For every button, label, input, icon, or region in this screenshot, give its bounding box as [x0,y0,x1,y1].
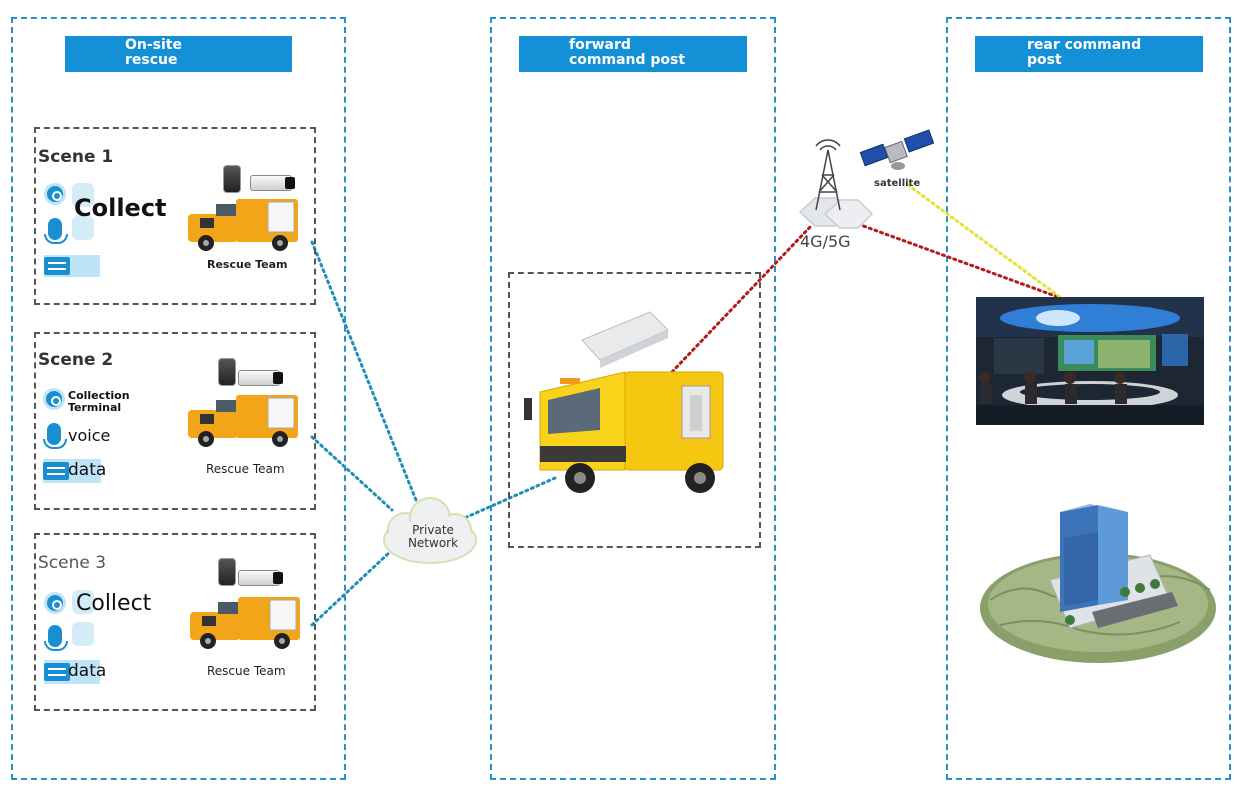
link-forward-cellular [670,223,814,374]
forward-command-header: forward command post [519,36,747,72]
onsite-rescue-column [11,17,346,780]
scene-3-team-label: Rescue Team [207,664,286,678]
forward-header-line1: forward [569,37,631,53]
scene-2-voice-label: voice [68,426,111,445]
satellite-graphic [859,129,935,170]
rear-command-column [946,17,1231,780]
bullet-camera-icon [238,370,283,386]
microphone-ghost-icon [72,216,94,240]
microphone-ghost-icon [72,622,94,646]
dome-camera-icon [218,558,236,586]
command-center-image [976,297,1204,425]
link-scene3-private [310,548,394,627]
headquarters-building-image [980,504,1216,663]
onsite-header-line2: rescue [125,52,178,68]
data-transfer-icon [44,257,70,275]
rear-command-header: rear command post [975,36,1203,72]
scene-1-collect-label: Collect [74,194,167,222]
microphone-icon [43,423,67,449]
bullet-camera-icon [250,175,295,191]
scene3-truck [190,597,300,649]
camera-lens-ghost-icon [72,590,94,614]
camera-lens-ghost-icon [72,183,94,207]
scene-1-box: Scene 1 [34,127,316,305]
link-cellular-rear [856,222,1060,299]
scene1-truck [188,199,298,251]
link-private-forward [458,476,557,522]
rear-header-line1: rear command [1027,37,1142,53]
microphone-icon [44,625,68,651]
scene-3-box: Scene 3 [34,533,316,711]
cellular-label: 4G/5G [800,232,851,251]
scene-1-title: Scene 1 [38,147,114,167]
data-transfer-icon [43,462,69,480]
onsite-rescue-header: On-site rescue [65,36,292,72]
forward-header-line2: command post [569,52,686,68]
dome-camera-icon [223,165,241,193]
scene-3-title: Scene 3 [38,553,107,573]
link-scene2-private [310,435,394,512]
bullet-camera-icon [238,570,283,586]
command-vehicle [524,311,724,493]
link-scene1-private [310,240,420,507]
data-transfer-icon [44,663,70,681]
scene-2-data-label: data [68,460,107,480]
private-network-cloud [383,497,477,564]
onsite-header-line1: On-site [125,37,182,53]
dome-camera-icon [218,358,236,386]
forward-command-box [508,272,761,548]
private-network-label: Private Network [407,523,459,550]
camera-lens-icon [44,183,66,205]
microphone-icon [44,218,68,244]
scene2-truck [188,395,298,447]
scene-2-title: Scene 2 [38,350,114,370]
forward-command-column [490,17,776,780]
rear-header-line2: post [1027,52,1062,68]
camera-lens-icon [44,592,66,614]
satellite-label: satellite [874,178,921,189]
cellular-tower [798,139,874,229]
scene-1-team-label: Rescue Team [207,258,288,271]
scene-2-box: Scene 2 [34,332,316,510]
scene-2-terminal-label: Collection Terminal [68,389,130,414]
camera-lens-icon [43,388,65,410]
scene-3-data-label: data [68,661,107,681]
link-satellite-rear [906,183,1062,299]
scene-3-collect-label: Collect [76,591,152,616]
scene-2-team-label: Rescue Team [206,462,285,476]
